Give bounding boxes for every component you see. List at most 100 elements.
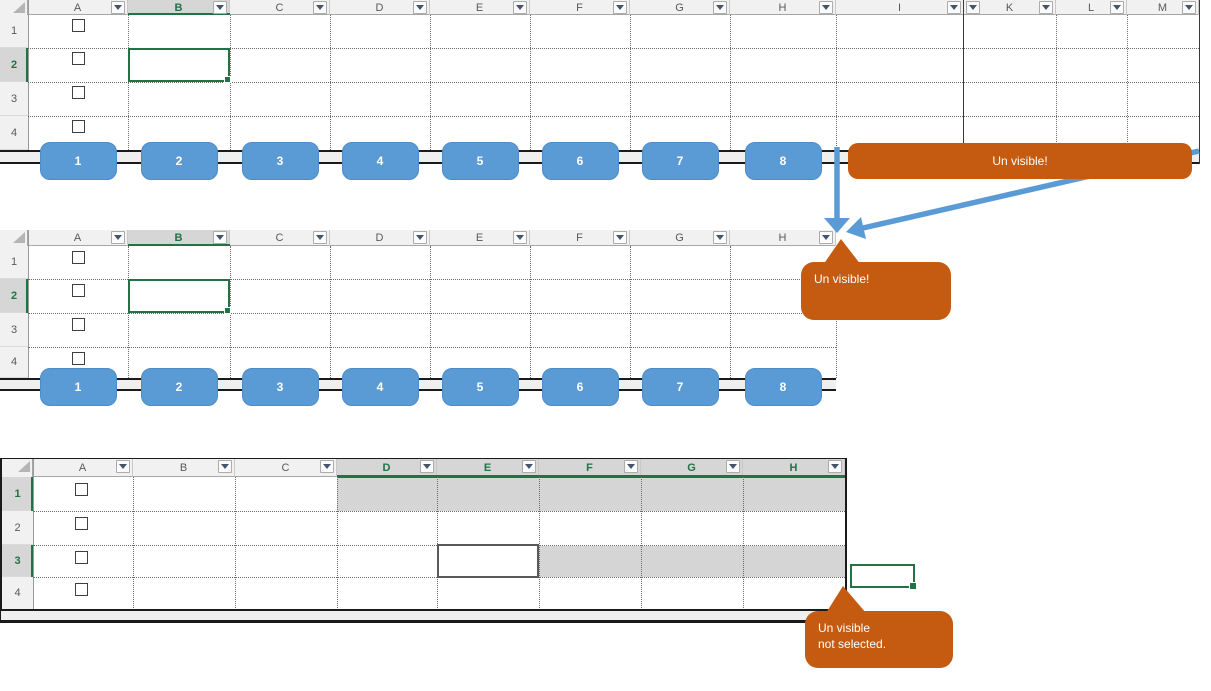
checkbox-row-2[interactable]: [75, 517, 88, 530]
column-header-B[interactable]: B: [128, 0, 230, 15]
filter-dropdown-F[interactable]: [613, 1, 627, 14]
row-header-3[interactable]: 3: [0, 313, 28, 347]
column-header-F[interactable]: F: [530, 0, 630, 15]
filter-dropdown-B[interactable]: [218, 460, 232, 473]
column-header-C[interactable]: C: [230, 230, 330, 246]
column-label: G: [675, 232, 684, 244]
column-number-chip-6: 6: [541, 368, 619, 406]
column-header-A[interactable]: A: [28, 230, 128, 246]
row-header-1[interactable]: 1: [0, 246, 28, 279]
checkbox-row-1[interactable]: [75, 483, 88, 496]
filter-dropdown-F[interactable]: [624, 460, 638, 473]
filter-arrow-icon: [627, 464, 635, 469]
row-header-4[interactable]: 4: [2, 577, 33, 610]
filter-dropdown-G[interactable]: [726, 460, 740, 473]
filter-dropdown-E[interactable]: [513, 231, 527, 244]
column-header-H[interactable]: H: [743, 459, 845, 477]
checkbox-row-1[interactable]: [72, 251, 85, 264]
column-header-F[interactable]: F: [539, 459, 641, 477]
column-number-chip-3: 3: [241, 142, 319, 180]
checkbox-row-3[interactable]: [72, 86, 85, 99]
checkbox-row-4[interactable]: [72, 352, 85, 365]
filter-dropdown-I[interactable]: [947, 1, 961, 14]
filter-dropdown-G[interactable]: [713, 1, 727, 14]
filter-dropdown-hidden-column[interactable]: [966, 1, 980, 14]
column-header-A[interactable]: A: [33, 459, 133, 477]
column-header-B[interactable]: B: [128, 230, 230, 246]
filter-dropdown-D[interactable]: [420, 460, 434, 473]
column-header-D[interactable]: D: [330, 230, 430, 246]
row-header-2[interactable]: 2: [2, 511, 33, 545]
active-cell[interactable]: [437, 544, 539, 578]
row-header-3[interactable]: 3: [2, 545, 33, 577]
filter-dropdown-B[interactable]: [213, 231, 227, 244]
selected-cell-outline[interactable]: [128, 48, 231, 83]
filter-dropdown-D[interactable]: [413, 1, 427, 14]
column-header-K[interactable]: K: [964, 0, 1056, 15]
checkbox-row-3[interactable]: [72, 318, 85, 331]
column-label: B: [179, 462, 188, 474]
gridline-horizontal: [28, 313, 836, 314]
filter-dropdown-A[interactable]: [116, 460, 130, 473]
column-label: H: [778, 1, 787, 14]
filter-dropdown-G[interactable]: [713, 231, 727, 244]
chip-label: 7: [676, 154, 684, 168]
row-label: 2: [10, 289, 18, 302]
filter-dropdown-E[interactable]: [513, 1, 527, 14]
filter-dropdown-M[interactable]: [1182, 1, 1196, 14]
column-header-C[interactable]: C: [230, 0, 330, 15]
row-header-4[interactable]: 4: [0, 116, 28, 150]
selected-cell-outside-table[interactable]: [850, 564, 917, 590]
chip-label: 8: [779, 380, 787, 394]
filter-dropdown-A[interactable]: [111, 1, 125, 14]
filter-dropdown-K[interactable]: [1039, 1, 1053, 14]
column-header-D[interactable]: D: [330, 0, 430, 15]
row-header-1[interactable]: 1: [0, 15, 28, 48]
row-header-1[interactable]: 1: [2, 477, 33, 511]
filter-dropdown-C[interactable]: [313, 1, 327, 14]
filter-dropdown-C[interactable]: [313, 231, 327, 244]
checkbox-row-3[interactable]: [75, 551, 88, 564]
row-header-4[interactable]: 4: [0, 347, 28, 378]
column-header-H[interactable]: H: [730, 0, 836, 15]
column-header-G[interactable]: G: [630, 0, 730, 15]
filter-dropdown-C[interactable]: [320, 460, 334, 473]
column-header-E[interactable]: E: [430, 0, 530, 15]
column-header-I[interactable]: I: [836, 0, 964, 15]
column-header-H[interactable]: H: [730, 230, 836, 246]
column-header-M[interactable]: M: [1127, 0, 1199, 15]
filter-dropdown-H[interactable]: [819, 231, 833, 244]
column-header-A[interactable]: A: [28, 0, 128, 15]
filter-dropdown-B[interactable]: [213, 1, 227, 14]
column-header-G[interactable]: G: [641, 459, 743, 477]
filter-dropdown-F[interactable]: [613, 231, 627, 244]
filter-dropdown-H[interactable]: [819, 1, 833, 14]
filter-dropdown-D[interactable]: [413, 231, 427, 244]
column-label: H: [778, 232, 787, 244]
column-header-L[interactable]: L: [1056, 0, 1127, 15]
column-header-C[interactable]: C: [235, 459, 337, 477]
row-header-3[interactable]: 3: [0, 82, 28, 116]
column-header-D[interactable]: D: [337, 459, 437, 477]
fill-handle[interactable]: [909, 582, 917, 590]
checkbox-row-4[interactable]: [75, 583, 88, 596]
column-header-F[interactable]: F: [530, 230, 630, 246]
checkbox-row-1[interactable]: [72, 19, 85, 32]
checkbox-row-4[interactable]: [72, 120, 85, 133]
column-header-B[interactable]: B: [133, 459, 235, 477]
filter-dropdown-L[interactable]: [1110, 1, 1124, 14]
checkbox-row-2[interactable]: [72, 284, 85, 297]
column-header-E[interactable]: E: [437, 459, 539, 477]
row-header-2[interactable]: 2: [0, 48, 28, 82]
filter-dropdown-E[interactable]: [522, 460, 536, 473]
selected-cell-outline[interactable]: [128, 279, 231, 314]
filter-dropdown-H[interactable]: [828, 460, 842, 473]
select-all-triangle-icon: [13, 232, 25, 243]
checkbox-row-2[interactable]: [72, 52, 85, 65]
column-header-E[interactable]: E: [430, 230, 530, 246]
fill-handle[interactable]: [224, 307, 231, 314]
column-header-G[interactable]: G: [630, 230, 730, 246]
filter-dropdown-A[interactable]: [111, 231, 125, 244]
fill-handle[interactable]: [224, 76, 231, 83]
row-header-2[interactable]: 2: [0, 279, 28, 313]
